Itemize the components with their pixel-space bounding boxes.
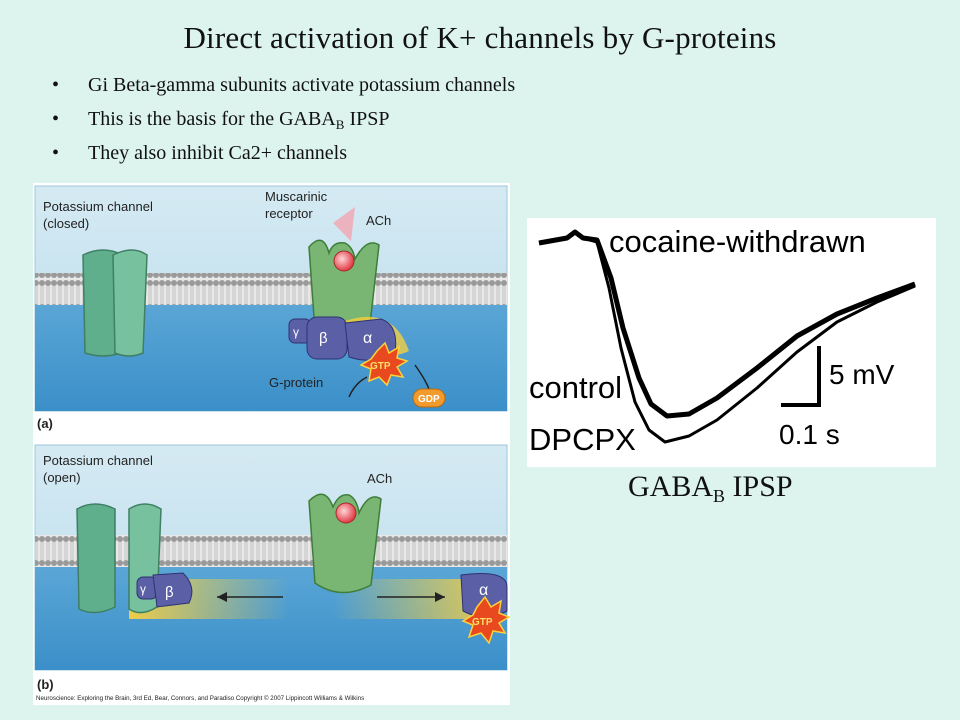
ipsp-text: IPSP [725,470,793,503]
gdp-token: GDP [412,388,446,408]
slide-title: Direct activation of K+ channels by G-pr… [183,20,777,55]
label-cocaine-withdrawn: cocaine-withdrawn [609,224,866,259]
ach-molecule [335,502,357,524]
potassium-channel-closed [82,249,148,357]
receptor-label-line2: receptor [265,206,313,221]
bullet-marker: • [52,142,60,164]
gtp-label: GTP [472,617,493,628]
gaba-text: GABA [628,470,714,503]
gtp-burst: GTP [359,341,409,387]
beta-gamma-dimer: γ β [136,572,193,608]
ach-label: ACh [366,213,391,228]
scale-time-label: 0.1 s [779,419,840,450]
trace-control [538,230,916,444]
ipsp-trace-figure: cocaine-withdrawn control DPCPX 5 mV 0.1… [527,218,936,467]
bullet-text: They also inhibit Ca2+ channels [88,142,348,164]
bullet-item: • This is the basis for the GABAB IPSP [52,102,515,136]
bullet-marker: • [52,74,60,96]
gprotein-figure: Potassium channel (closed) Muscarinic re… [33,183,510,705]
left-arrowhead [217,592,227,602]
beta-label: β [165,584,174,601]
gamma-label: γ [293,325,299,339]
alpha-label: α [363,330,372,347]
bullet-subscript: B [335,117,345,132]
label-control: control [529,370,622,405]
bullet-item: • They also inhibit Ca2+ channels [52,136,515,170]
gprotein-label: G-protein [269,375,323,390]
panel-b: Potassium channel (open) γ β ACh α GTP (… [34,444,510,692]
bullet-text: Gi Beta-gamma subunits activate potassiu… [88,74,516,96]
bullet-marker: • [52,108,60,130]
receptor-label-line1: Muscarinic [265,189,328,204]
bullet-text: This is the basis for the GABA [88,108,336,130]
ach-molecule [333,250,355,272]
gdp-label: GDP [418,394,440,405]
ach-label: ACh [367,471,392,486]
channel-label-line2: (open) [43,470,81,485]
panel-a-label: (a) [37,416,53,431]
channel-label-line1: Potassium channel [43,453,153,468]
gtp-arrow [348,376,368,398]
scale-voltage-label: 5 mV [829,359,895,390]
gtp-burst: GTP [461,595,510,645]
gtp-label: GTP [370,361,391,372]
ach-arrow [333,207,355,241]
alpha-label: α [479,582,488,599]
panel-b-label: (b) [37,677,54,692]
gdp-arrow [414,364,430,390]
beta-label: β [319,330,328,347]
figure-credit: Neuroscience: Exploring the Brain, 3rd E… [36,695,364,702]
channel-label-line2: (closed) [43,216,89,231]
muscarinic-receptor [308,493,382,594]
gamma-label: γ [140,582,146,596]
gaba-subscript: B [713,486,726,506]
label-dpcpx: DPCPX [529,422,636,457]
bullet-item: • Gi Beta-gamma subunits activate potass… [52,68,515,102]
panel-a: Potassium channel (closed) Muscarinic re… [34,185,508,431]
bullet-list: • Gi Beta-gamma subunits activate potass… [52,68,515,170]
gaba-ipsp-label: GABAB IPSP [628,470,793,507]
channel-label-line1: Potassium channel [43,199,153,214]
right-arrowhead [435,592,445,602]
bullet-text-after: IPSP [344,108,390,130]
